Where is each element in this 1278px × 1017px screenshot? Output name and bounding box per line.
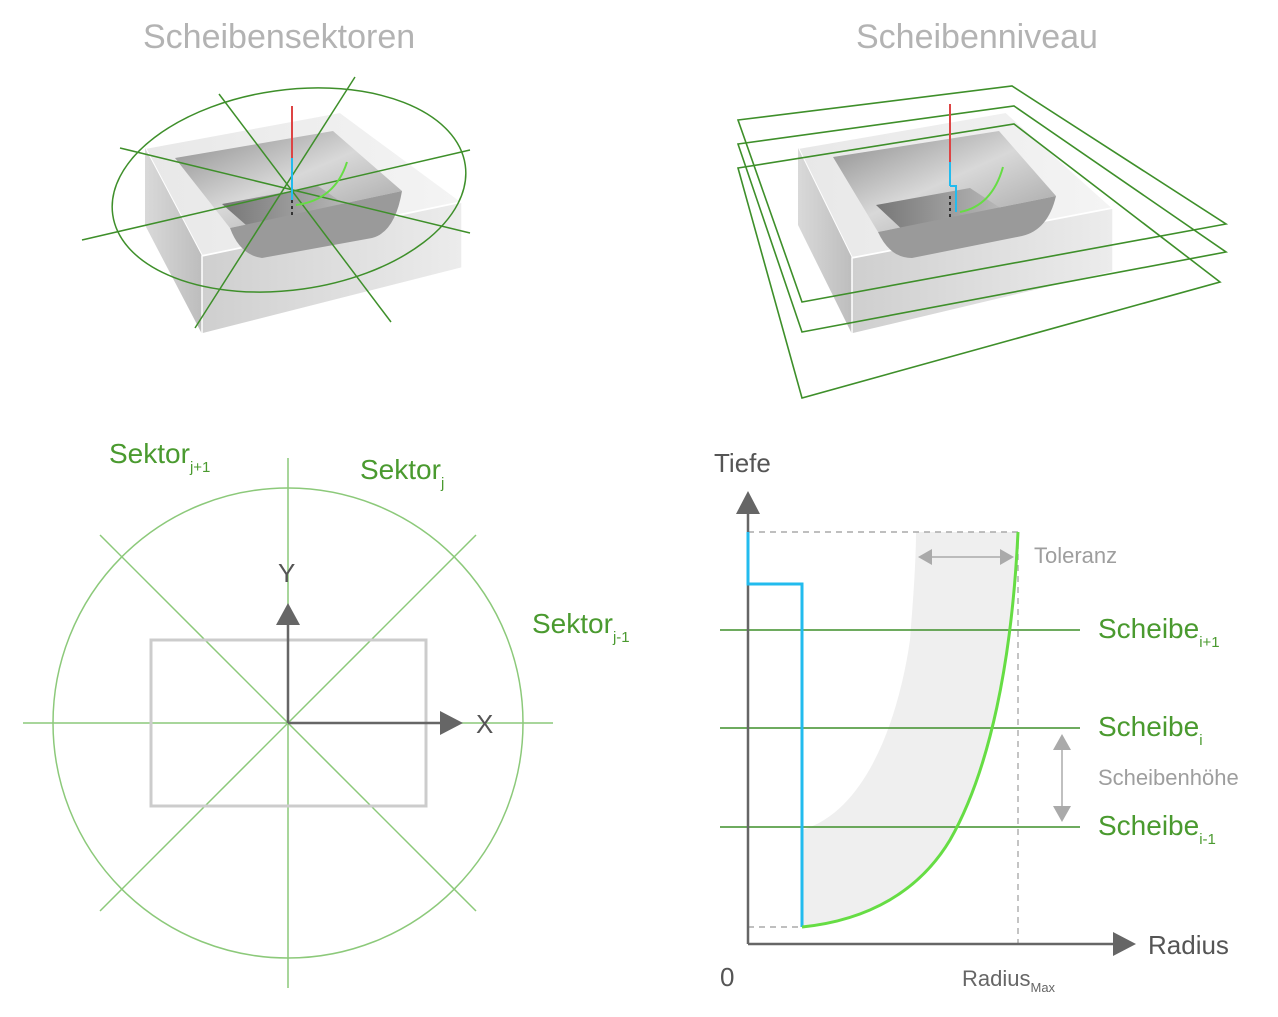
tool-axis-3d-right [949,104,1004,218]
title-sectors: Scheibensektoren [143,18,416,56]
sector-label-j-plus-1: Sektorj+1 [109,438,211,476]
sector-diagram [23,458,553,988]
slice-height-arrow-down-icon [1053,806,1071,822]
depth-axis-label: Tiefe [714,448,771,478]
slice-level-3d-illustration [736,85,1229,399]
contour-curve [801,531,1020,929]
slice-height-arrow [1053,734,1071,822]
tolerance-arrow [918,549,1014,565]
sector-label-j-minus-1: Sektorj-1 [532,608,630,646]
tolerance-label: Toleranz [1034,543,1118,568]
title-slice-level: Scheibenniveau [856,18,1098,56]
slice-lines [720,629,1080,828]
sector-lines-3d [81,76,471,329]
slice-height-arrow-up-icon [1053,734,1071,750]
slice-label-i-minus-1: Scheibei-1 [1098,810,1216,848]
tolerance-arrow-right-icon [1000,549,1014,565]
x-axis-label: X [476,709,494,739]
slice-label-i: Scheibei [1098,711,1203,749]
tool-profile-line [746,532,804,927]
depth-axis-arrow-icon [736,491,760,514]
sector-label-j: Sektorj [360,454,445,492]
y-axis-label: Y [278,558,296,588]
origin-label: 0 [720,962,735,992]
slice-label-i-plus-1: Scheibei+1 [1098,613,1220,651]
y-axis-arrow-icon [276,603,300,625]
workpiece-box-left [143,110,465,335]
xy-axes [276,603,463,735]
reference-dashes [748,531,1019,944]
slice-height-label: Scheibenhöhe [1098,765,1239,790]
radius-axis-label: Radius [1148,930,1229,960]
radius-axis-arrow-icon [1113,932,1136,956]
sector-3d-illustration [81,76,471,335]
tool-axis-3d [291,106,348,218]
x-axis-arrow-icon [440,711,463,735]
radius-max-label: RadiusMax [962,966,1056,995]
tolerance-arrow-left-icon [918,549,932,565]
tolerance-band [802,532,1018,927]
slice-planes-3d [736,85,1229,399]
